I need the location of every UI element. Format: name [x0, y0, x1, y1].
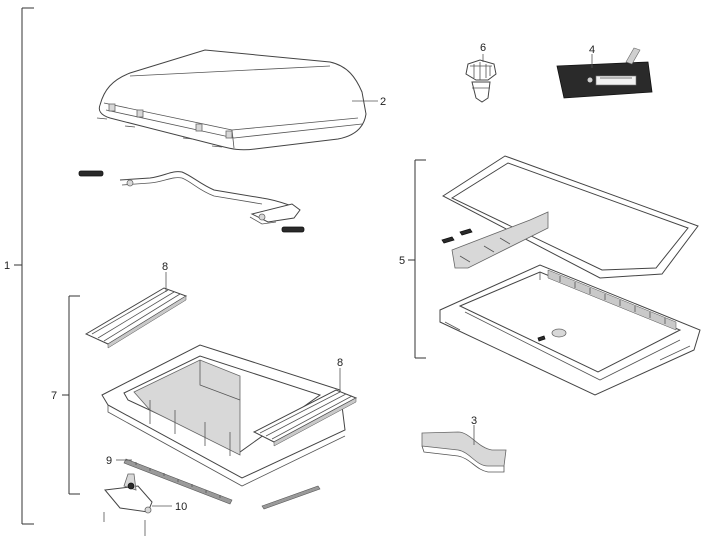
leader-lines: [116, 54, 593, 507]
callout-2: 2: [380, 96, 386, 108]
callout-4: 4: [589, 44, 595, 56]
callout-8-upper: 8: [162, 261, 168, 273]
part-inner-frame: [439, 264, 701, 396]
part-blind-slat-upper: [84, 287, 188, 349]
part-gasket-frame: [442, 155, 699, 279]
callout-7: 7: [51, 390, 57, 402]
part-seal-strip: [123, 458, 321, 510]
part-latch-bracket: [441, 211, 549, 269]
callout-10: 10: [175, 501, 187, 513]
callout-5: 5: [399, 255, 405, 267]
callout-3: 3: [471, 415, 477, 427]
part-control-box: [556, 47, 653, 99]
callout-6: 6: [480, 42, 486, 54]
part-sealant-tape: [421, 431, 507, 473]
part-dome-cover: [96, 49, 367, 151]
callout-1: 1: [4, 260, 10, 272]
callout-8-lower: 8: [337, 357, 343, 369]
part-hinge-rod-assembly: [78, 170, 305, 233]
part-blind-slat-lower: [252, 389, 358, 447]
callout-9: 9: [106, 455, 112, 467]
bracket-group-5: [408, 159, 426, 359]
bracket-group-7: [62, 295, 80, 495]
bracket-group-1: [14, 7, 34, 525]
part-handle-lock: [103, 473, 153, 536]
part-knob: [465, 59, 497, 103]
